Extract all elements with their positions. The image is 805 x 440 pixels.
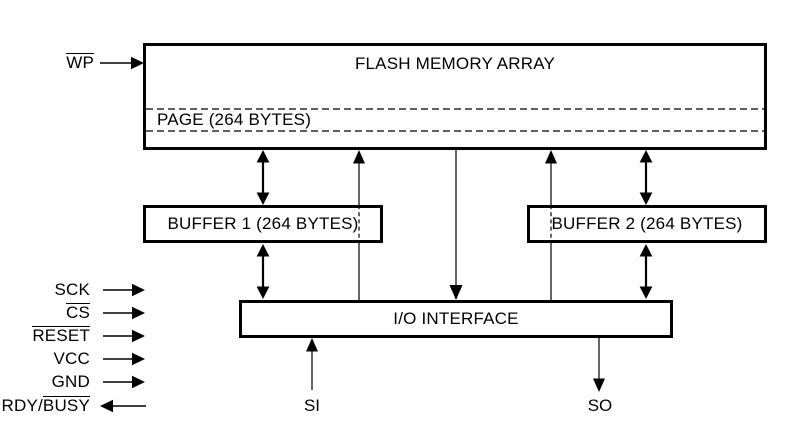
- flash-buffer1-bidirectional-arrow: [256, 150, 270, 205]
- rdy-busy-output-arrow: [100, 399, 146, 413]
- cs-input-arrow: [103, 306, 145, 320]
- page-row-label: PAGE (264 BYTES): [157, 110, 312, 129]
- pin-label-vcc: VCC: [0, 349, 90, 369]
- pin-text-overline: RESET: [32, 326, 90, 345]
- buffer1-label: BUFFER 1 (264 BYTES): [167, 214, 359, 233]
- pin-label-wp: WP: [0, 53, 94, 73]
- flash-to-io-center-line: [449, 150, 463, 300]
- pin-text-overline: BUSY: [42, 396, 90, 415]
- io-interface-block: I/O INTERFACE: [239, 300, 673, 338]
- buffer2-block: BUFFER 2 (264 BYTES): [527, 205, 767, 243]
- si-input-arrow: [306, 338, 318, 390]
- reset-input-arrow: [103, 329, 145, 343]
- pin-label-sck: SCK: [0, 280, 90, 300]
- pin-label-cs: CS: [0, 303, 90, 323]
- pin-text: RDY/: [1, 396, 43, 415]
- pin-label-gnd: GND: [0, 372, 90, 392]
- pin-text: SCK: [54, 280, 90, 299]
- pin-label-rdy-busy: RDY/BUSY: [0, 396, 90, 416]
- wp-input-arrow: [100, 56, 144, 70]
- pin-label-reset: RESET: [0, 326, 90, 346]
- pin-label-so: SO: [587, 396, 613, 415]
- flash-buffer2-bidirectional-arrow: [639, 150, 653, 205]
- gnd-input-arrow: [103, 375, 145, 389]
- pin-text-overline: CS: [65, 303, 90, 322]
- buffer2-io-bidirectional-arrow: [639, 244, 653, 299]
- buffer1-block: BUFFER 1 (264 BYTES): [143, 205, 383, 243]
- buffer1-io-bidirectional-arrow: [256, 244, 270, 299]
- flash-memory-array-title: FLASH MEMORY ARRAY: [354, 54, 556, 73]
- vcc-input-arrow: [103, 352, 145, 366]
- so-output-arrow: [593, 338, 605, 392]
- io-interface-label: I/O INTERFACE: [393, 309, 519, 328]
- sck-input-arrow: [103, 283, 145, 297]
- pin-label-si: SI: [303, 396, 321, 415]
- flash-memory-array-block: FLASH MEMORY ARRAY PAGE (264 BYTES): [143, 43, 767, 150]
- buffer2-label: BUFFER 2 (264 BYTES): [551, 214, 743, 233]
- pin-text-overline: WP: [66, 53, 94, 72]
- pin-text: GND: [51, 372, 90, 391]
- pin-text: VCC: [53, 349, 90, 368]
